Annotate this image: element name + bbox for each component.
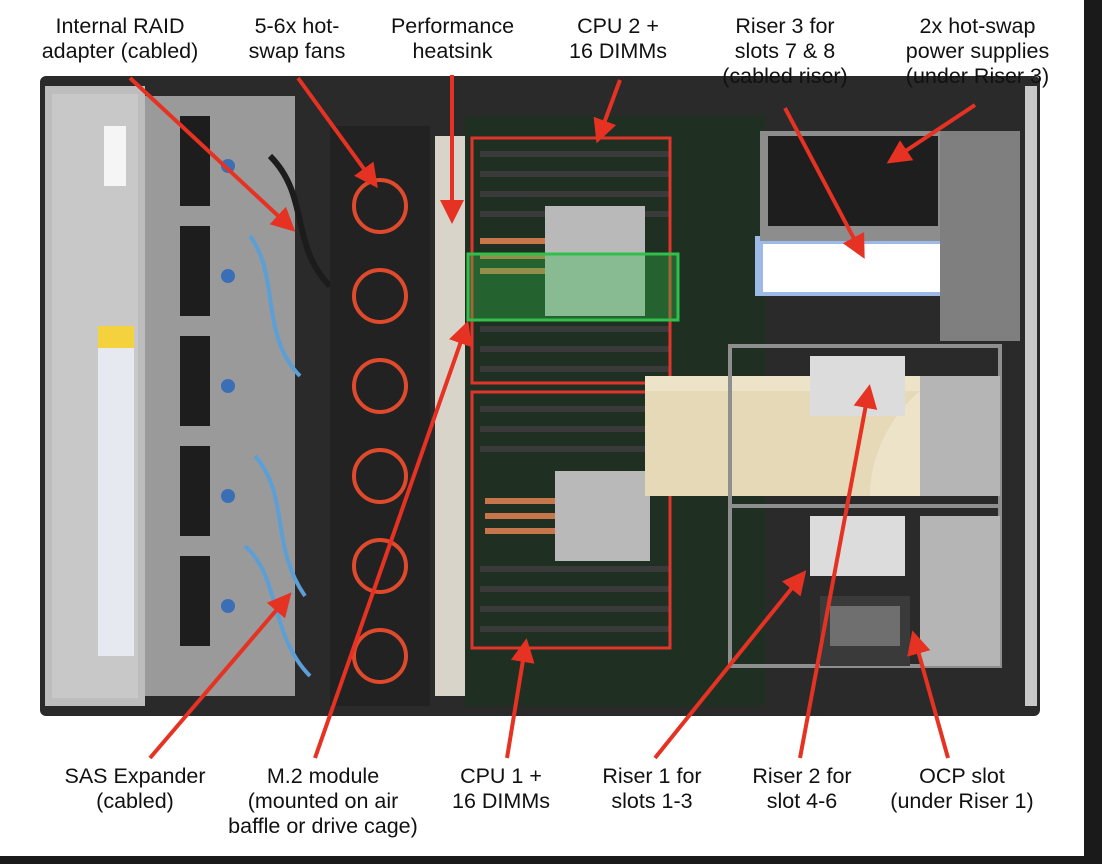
server-top-view-photo [40, 76, 1040, 716]
label-ocp-slot: OCP slot (under Riser 1) [890, 764, 1034, 813]
heatsink-fins [435, 136, 465, 696]
front-label [98, 326, 134, 656]
drive-cage [145, 96, 295, 696]
cpu2-heatsink [545, 206, 645, 316]
label-cpu2-dimms: CPU 2 + 16 DIMMs [569, 14, 667, 63]
cpu1-dimm-box [470, 390, 672, 650]
frame-shadow [1084, 0, 1102, 864]
label-cpu1-dimms: CPU 1 + 16 DIMMs [452, 764, 550, 813]
label-internal-raid: Internal RAID adapter (cabled) [41, 14, 199, 63]
label-m2-module: M.2 module (mounted on air baffle or dri… [228, 764, 418, 838]
heatsink-highlight [466, 252, 680, 322]
label-performance-heatsink: Performance heatsink [390, 14, 515, 63]
fan-wall [330, 126, 430, 706]
label-power-supplies: 2x hot-swap power supplies (under Riser … [905, 14, 1050, 88]
label-riser2: Riser 2 for slot 4-6 [752, 764, 852, 813]
label-riser1: Riser 1 for slots 1-3 [602, 764, 702, 813]
cpu1-heatsink [555, 471, 650, 561]
cpu2-dimm-box [470, 136, 672, 385]
frame-bottom [0, 856, 1102, 864]
label-hot-swap-fans: 5-6x hot- swap fans [248, 14, 346, 63]
label-sas-expander: SAS Expander (cabled) [64, 764, 206, 813]
label-riser3: Riser 3 for slots 7 & 8 (cabled riser) [722, 14, 848, 88]
